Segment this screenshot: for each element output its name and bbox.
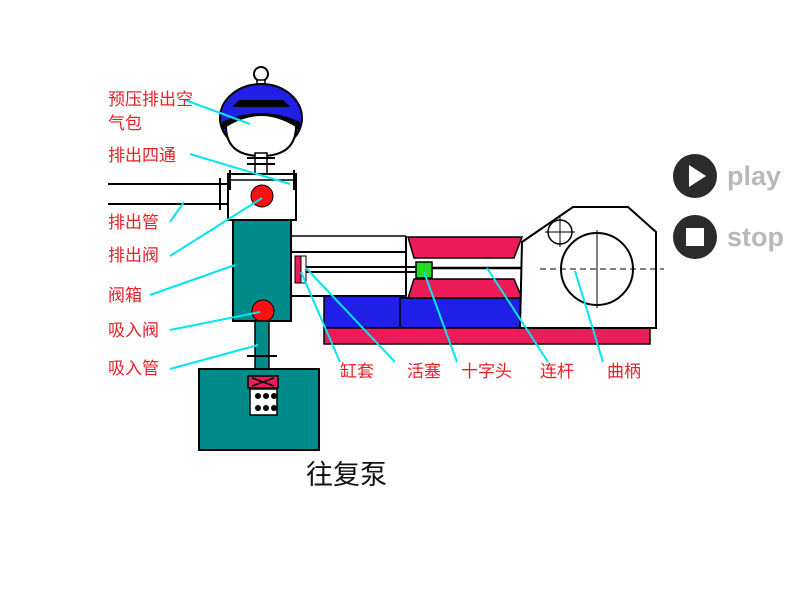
label-suction-valve: 吸入阀	[108, 321, 159, 341]
label-air-chamber-line1: 预压排出空	[108, 90, 193, 110]
label-crank: 曲柄	[607, 362, 641, 382]
air-chamber	[219, 66, 303, 158]
pump-cylinder	[290, 228, 407, 297]
air-chamber-bowl	[224, 114, 298, 158]
play-icon	[673, 154, 717, 198]
stop-button[interactable]: stop	[673, 215, 784, 259]
cylinder-liner	[294, 255, 302, 284]
diagram-title: 往复泵	[306, 460, 387, 491]
label-air-chamber-line2: 气包	[108, 114, 142, 134]
label-cylinder-liner: 缸套	[340, 361, 374, 382]
label-piston: 活塞	[407, 362, 441, 382]
suction-strainer	[249, 388, 278, 416]
label-discharge-valve: 排出阀	[108, 246, 159, 266]
label-crosshead: 十字头	[461, 362, 512, 382]
piston	[300, 255, 307, 284]
play-button[interactable]: play	[673, 154, 781, 198]
air-chamber-band	[222, 113, 300, 130]
suction-valve-ball	[251, 299, 275, 323]
label-valve-box: 阀箱	[108, 286, 142, 306]
air-chamber-top-plate	[233, 100, 289, 106]
air-chamber-stem	[247, 152, 275, 176]
label-connecting-rod: 连杆	[540, 362, 574, 382]
base-crimson-rail	[323, 327, 651, 345]
leader-lines	[149, 99, 604, 370]
stop-icon	[673, 215, 717, 259]
label-suction-pipe: 吸入管	[108, 359, 159, 379]
label-discharge-pipe: 排出管	[108, 213, 159, 233]
air-chamber-knob	[253, 66, 269, 82]
upper-guide	[407, 236, 524, 259]
stop-label: stop	[727, 221, 784, 252]
label-discharge-tee: 排出四通	[108, 146, 176, 166]
crosshead-block	[415, 261, 433, 279]
discharge-pipe	[108, 178, 228, 210]
play-label: play	[727, 160, 782, 191]
